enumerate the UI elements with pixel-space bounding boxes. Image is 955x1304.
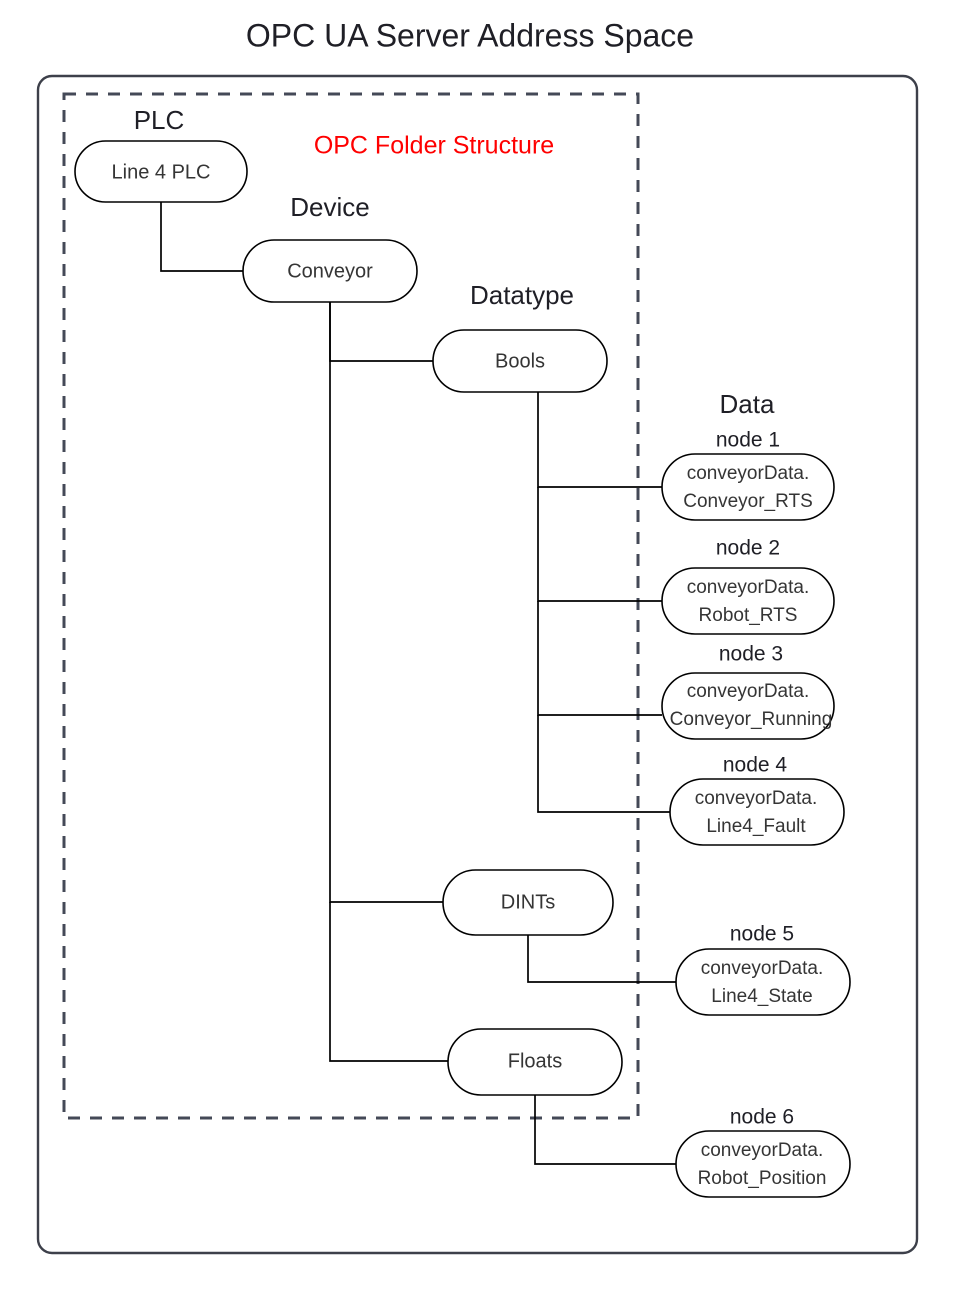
data-node-line1-node6: conveyorData.	[701, 1140, 824, 1161]
folder-label-conveyor: Conveyor	[287, 260, 373, 282]
data-node-caption-node1: node 1	[716, 429, 780, 452]
column-caption-datatype: Datatype	[470, 280, 574, 310]
data-node-caption-node2: node 2	[716, 537, 780, 560]
data-node-node5[interactable]: node 5 conveyorData. Line4_State	[675, 923, 851, 1016]
data-node-caption-node4: node 4	[723, 754, 788, 777]
data-node-line1-node2: conveyorData.	[687, 577, 810, 598]
data-node-line1-node3: conveyorData.	[687, 681, 810, 702]
column-caption-data: Data	[720, 389, 775, 419]
folder-node-line-4-plc[interactable]: Line 4 PLC	[74, 140, 248, 203]
folder-label-floats: Floats	[508, 1050, 562, 1072]
folder-label-dints: DINTs	[501, 891, 555, 913]
folder-box-line-4-plc[interactable]	[74, 140, 248, 203]
data-node-line2-node4: Line4_Fault	[706, 816, 806, 837]
folder-node-conveyor[interactable]: Conveyor	[242, 239, 418, 303]
data-node-node3[interactable]: node 3 conveyorData. Conveyor_Running	[661, 643, 835, 740]
data-node-line1-node5: conveyorData.	[701, 958, 824, 979]
data-node-node2[interactable]: node 2 conveyorData. Robot_RTS	[661, 537, 835, 635]
data-node-line2-node6: Robot_Position	[698, 1168, 827, 1189]
edge-conveyor-to-floats	[329, 902, 448, 1062]
column-caption-device: Device	[290, 192, 369, 222]
opc-folder-structure-boundary	[62, 92, 640, 1120]
data-node-caption-node6: node 6	[730, 1106, 794, 1129]
data-node-box-node2[interactable]	[661, 567, 835, 635]
page-title: OPC UA Server Address Space	[246, 17, 694, 53]
data-node-box-node1[interactable]	[661, 453, 835, 521]
data-node-caption-node3: node 3	[719, 643, 783, 666]
data-node-node4[interactable]: node 4 conveyorData. Line4_Fault	[669, 754, 845, 846]
folder-label-line-4-plc: Line 4 PLC	[112, 161, 211, 183]
folder-node-bools[interactable]: Bools	[432, 329, 608, 393]
data-node-line1-node1: conveyorData.	[687, 463, 810, 484]
data-node-line1-node4: conveyorData.	[695, 788, 818, 809]
data-node-node1[interactable]: node 1 conveyorData. Conveyor_RTS	[661, 429, 835, 521]
data-node-box-node5[interactable]	[675, 948, 851, 1016]
data-node-box-node3[interactable]	[661, 672, 835, 740]
data-node-box-node6[interactable]	[675, 1130, 851, 1198]
folder-box-conveyor[interactable]	[242, 239, 418, 303]
folder-node-floats[interactable]: Floats	[447, 1028, 623, 1096]
data-node-caption-node5: node 5	[730, 923, 794, 946]
opc-folder-structure-label: OPC Folder Structure	[314, 132, 554, 160]
data-node-line2-node5: Line4_State	[711, 986, 812, 1007]
folder-node-dints[interactable]: DINTs	[442, 869, 614, 936]
data-node-line2-node1: Conveyor_RTS	[683, 491, 813, 512]
data-node-line2-node3: Conveyor_Running	[670, 709, 833, 730]
folder-box-dints[interactable]	[442, 869, 614, 936]
data-node-box-node4[interactable]	[669, 778, 845, 846]
column-caption-plc: PLC	[134, 105, 185, 135]
edge-floats-to-node6	[534, 1095, 676, 1165]
edge-bools-to-node4	[537, 715, 670, 813]
folder-box-floats[interactable]	[447, 1028, 623, 1096]
folder-label-bools: Bools	[495, 350, 545, 372]
edge-plc-to-conveyor	[160, 202, 243, 272]
data-node-line2-node2: Robot_RTS	[699, 605, 798, 626]
folder-box-bools[interactable]	[432, 329, 608, 393]
data-node-node6[interactable]: node 6 conveyorData. Robot_Position	[675, 1106, 851, 1198]
edge-dints-to-node5	[527, 935, 676, 983]
